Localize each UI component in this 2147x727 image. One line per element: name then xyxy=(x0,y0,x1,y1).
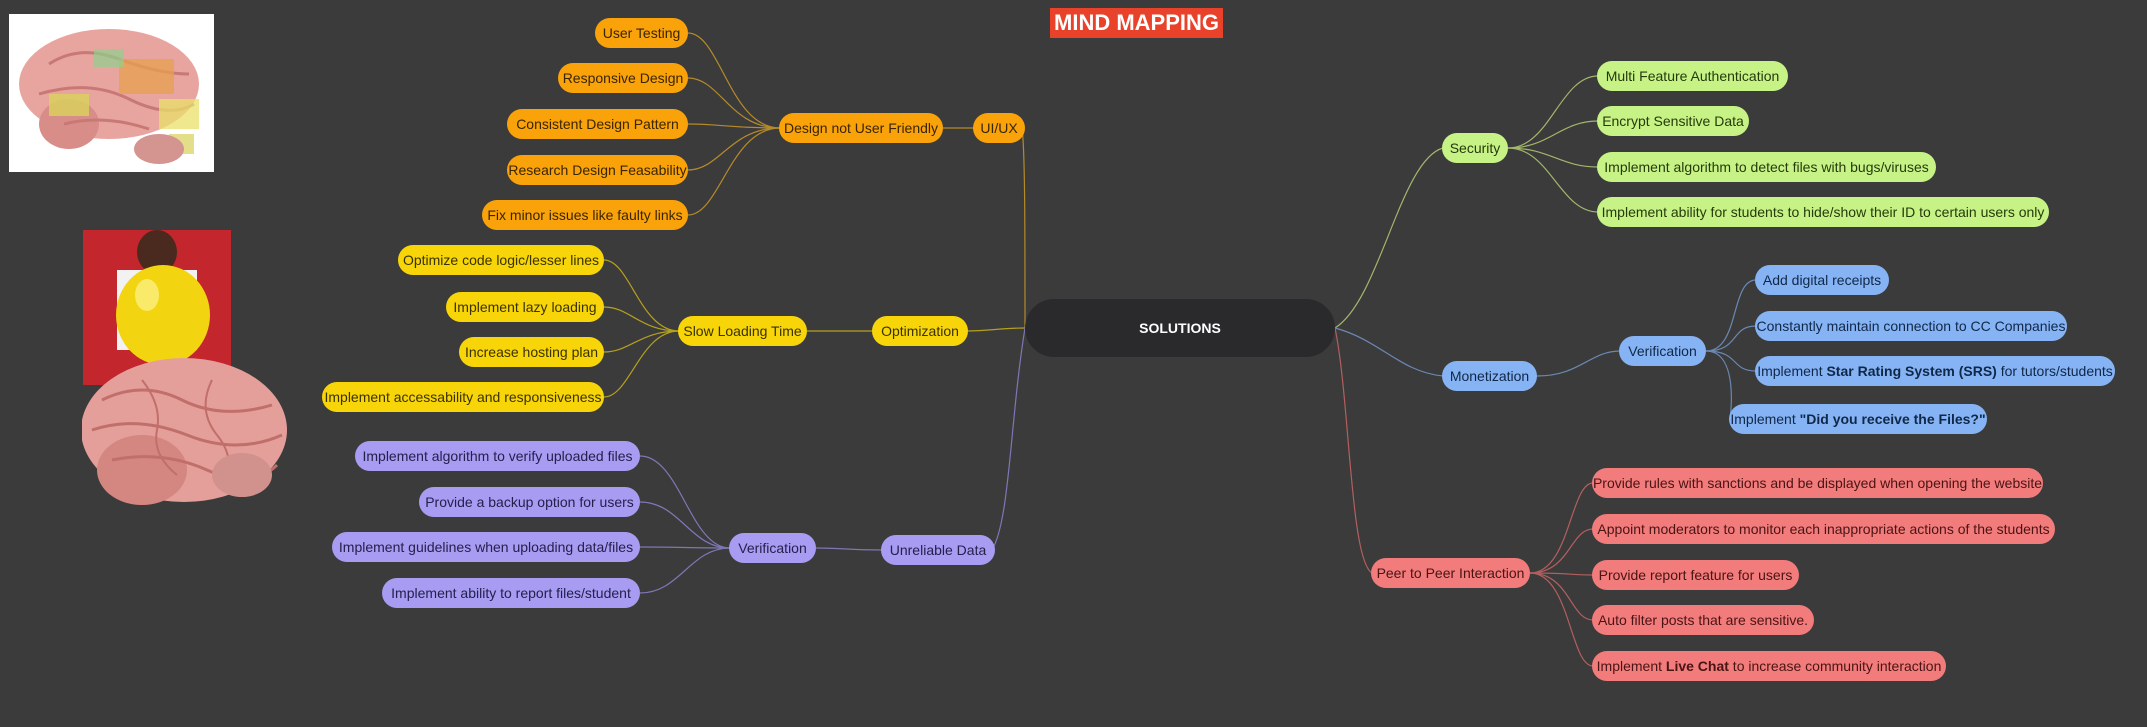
leaf-encrypt-data[interactable]: Encrypt Sensitive Data xyxy=(1597,106,1749,136)
center-node[interactable]: SOLUTIONS xyxy=(1025,299,1335,357)
link-center-optimization xyxy=(965,327,1026,332)
leaf-optimize-code-logic[interactable]: Optimize code logic/lesser lines xyxy=(398,245,604,275)
link-center-unreliable xyxy=(991,327,1026,551)
leaf-digital-receipts[interactable]: Add digital receipts xyxy=(1755,265,1889,295)
leaf-rules-sanctions[interactable]: Provide rules with sanctions and be disp… xyxy=(1592,468,2043,498)
leaf-report-feature[interactable]: Provide report feature for users xyxy=(1592,560,1799,590)
branch-monetization[interactable]: Monetization xyxy=(1442,361,1537,391)
branch-optimization[interactable]: Optimization xyxy=(872,316,968,346)
leaf-backup-option[interactable]: Provide a backup option for users xyxy=(419,487,640,517)
leaf-files-prefix: Implement xyxy=(1730,411,1800,427)
page-title: MIND MAPPING xyxy=(1050,8,1223,38)
leaf-consistent-design-pattern[interactable]: Consistent Design Pattern xyxy=(507,109,688,139)
leaf-live-chat[interactable]: Implement Live Chat to increase communit… xyxy=(1592,651,1946,681)
branch-uiux[interactable]: UI/UX xyxy=(973,113,1025,143)
node-verification-data[interactable]: Verification xyxy=(729,533,816,563)
leaf-srs-prefix: Implement xyxy=(1757,363,1827,379)
leaf-report-files[interactable]: Implement ability to report files/studen… xyxy=(382,578,640,608)
node-verification-monetization[interactable]: Verification xyxy=(1619,336,1706,366)
link-center-monetization xyxy=(1334,327,1444,377)
leaf-chat-bold: Live Chat xyxy=(1665,658,1729,674)
leaf-auto-filter[interactable]: Auto filter posts that are sensitive. xyxy=(1592,605,1814,635)
branch-peer-to-peer[interactable]: Peer to Peer Interaction xyxy=(1371,558,1530,588)
leaf-files-bold: "Did you receive the Files?" xyxy=(1799,411,1986,427)
leaf-chat-suffix: to increase community interaction xyxy=(1728,658,1942,674)
leaf-srs-suffix: for tutors/students xyxy=(1996,363,2113,379)
leaf-research-design-feasability[interactable]: Research Design Feasability xyxy=(507,155,688,185)
leaf-appoint-moderators[interactable]: Appoint moderators to monitor each inapp… xyxy=(1592,514,2055,544)
leaf-multi-feature-auth[interactable]: Multi Feature Authentication xyxy=(1597,61,1788,91)
leaf-hosting-plan[interactable]: Increase hosting plan xyxy=(459,337,604,367)
leaf-srs-bold: Star Rating System (SRS) xyxy=(1826,363,1997,379)
node-slow-loading-time[interactable]: Slow Loading Time xyxy=(678,316,807,346)
branch-unreliable-data[interactable]: Unreliable Data xyxy=(881,535,995,565)
leaf-star-rating-system[interactable]: Implement Star Rating System (SRS) for t… xyxy=(1755,356,2115,386)
link-center-peer xyxy=(1334,327,1373,574)
leaf-user-testing[interactable]: User Testing xyxy=(595,18,688,48)
branch-security[interactable]: Security xyxy=(1442,133,1508,163)
leaf-responsive-design[interactable]: Responsive Design xyxy=(558,63,688,93)
leaf-cc-companies[interactable]: Constantly maintain connection to CC Com… xyxy=(1755,311,2067,341)
leaf-accessability-responsiveness[interactable]: Implement accessability and responsivene… xyxy=(322,382,604,412)
leaf-fix-minor-issues[interactable]: Fix minor issues like faulty links xyxy=(482,200,688,230)
brain-world-map-image xyxy=(9,14,214,172)
leaf-chat-prefix: Implement xyxy=(1596,658,1666,674)
leaf-verify-uploaded-files[interactable]: Implement algorithm to verify uploaded f… xyxy=(355,441,640,471)
link-center-security xyxy=(1334,147,1444,329)
link-center-uiux xyxy=(1021,127,1026,329)
leaf-did-you-receive-files[interactable]: Implement "Did you receive the Files?" xyxy=(1729,404,1987,434)
leaf-lazy-loading[interactable]: Implement lazy loading xyxy=(446,292,604,322)
leaf-upload-guidelines[interactable]: Implement guidelines when uploading data… xyxy=(332,532,640,562)
node-design-not-user-friendly[interactable]: Design not User Friendly xyxy=(779,113,943,143)
balloon-brain-image xyxy=(82,230,287,505)
leaf-detect-bugs-viruses[interactable]: Implement algorithm to detect files with… xyxy=(1597,152,1936,182)
leaf-hide-show-id[interactable]: Implement ability for students to hide/s… xyxy=(1597,197,2049,227)
